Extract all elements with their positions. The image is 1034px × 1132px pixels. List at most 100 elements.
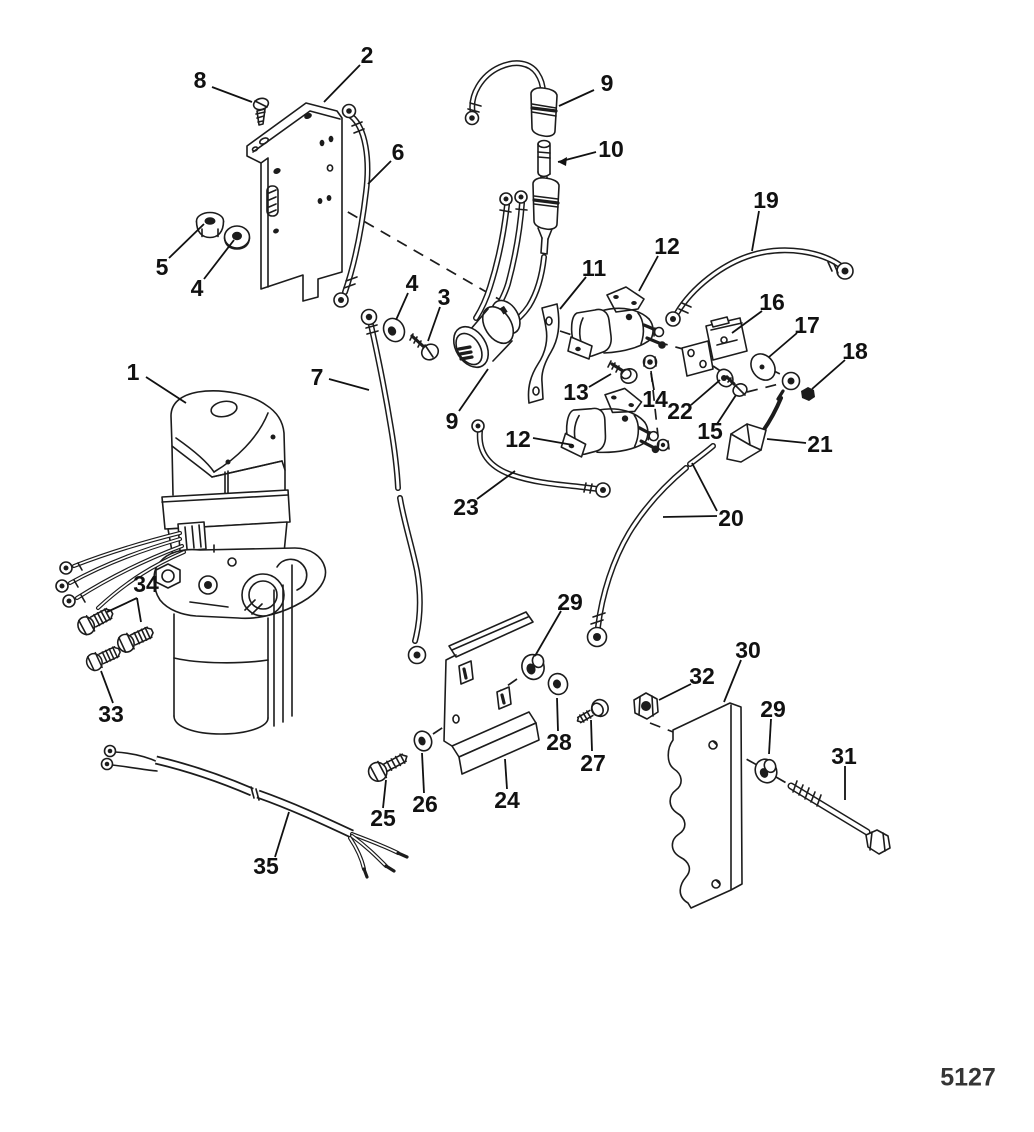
- callout-label-1-0: 1: [127, 359, 140, 385]
- callout-label-35-38: 35: [253, 853, 279, 879]
- screw-27-drawing: [576, 698, 609, 724]
- leader-line-11-10: [559, 276, 587, 310]
- leader-line-26-36: [421, 752, 425, 794]
- leader-line-12-9: [638, 255, 659, 292]
- callout-label-28-32: 28: [546, 729, 572, 755]
- callout-label-7-16: 7: [311, 364, 324, 390]
- leader-line-25-37: [382, 779, 387, 809]
- leader-arrowhead-10: [558, 157, 567, 166]
- leader-line-13-17: [588, 373, 612, 388]
- callout-label-30-28: 30: [735, 637, 761, 663]
- leader-line-29-30: [768, 718, 772, 755]
- callout-label-6-5: 6: [392, 139, 405, 165]
- washer-22-drawing: [716, 368, 734, 388]
- callout-label-16-13: 16: [759, 289, 785, 315]
- leader-line-27-34: [590, 719, 593, 752]
- leader-line-9-20: [458, 368, 489, 412]
- callout-label-4-11: 4: [406, 270, 419, 296]
- washer-26-drawing: [413, 730, 433, 752]
- callout-label-23-24: 23: [453, 494, 479, 520]
- callout-label-26-36: 26: [412, 791, 438, 817]
- harness-35-drawing: [100, 744, 409, 879]
- callout-label-31-33: 31: [831, 743, 857, 769]
- leader-line-21-23: [766, 438, 807, 444]
- nut-32-drawing: [633, 692, 659, 720]
- screw-13-drawing: [607, 360, 638, 384]
- ground-wire-6-drawing: [333, 103, 367, 308]
- leader-line-22-19: [690, 379, 721, 406]
- leader-line-3-12: [427, 306, 441, 342]
- leader-line-20-25: [662, 515, 718, 518]
- screw-3-drawing: [409, 333, 440, 361]
- leader-line-29-27: [534, 610, 562, 657]
- callout-label-33-31: 33: [98, 701, 124, 727]
- leader-line-34-26: [136, 597, 142, 623]
- leader-line-12-22: [532, 437, 574, 446]
- wire-23-drawing: [471, 419, 611, 498]
- leader-line-5-3: [168, 223, 205, 259]
- leader-line-17-14: [768, 332, 798, 358]
- leader-line-30-28: [723, 659, 742, 703]
- bolt-31-drawing: [787, 780, 891, 855]
- washer-4-mid-drawing: [382, 317, 406, 343]
- callout-label-2-1: 2: [361, 42, 374, 68]
- callout-label-32-29: 32: [689, 663, 715, 689]
- fitting-34a-drawing: [74, 603, 117, 639]
- leader-line-34-26: [106, 597, 138, 613]
- leader-line-2-1: [323, 64, 361, 103]
- screw-15-drawing: [725, 375, 748, 397]
- fuse-holder-bottom-drawing: [532, 177, 560, 255]
- leader-line-18-15: [811, 359, 846, 390]
- callout-label-12-22: 12: [505, 426, 531, 452]
- wire-19-drawing: [665, 250, 854, 327]
- leader-line-14-18: [650, 372, 655, 391]
- screw-8-drawing: [252, 97, 270, 126]
- leader-line-19-8: [751, 210, 760, 252]
- leader-line-6-5: [367, 160, 392, 185]
- mounting-bracket-drawing: [246, 102, 343, 302]
- callout-label-21-23: 21: [807, 431, 833, 457]
- callout-label-10-7: 10: [598, 136, 624, 162]
- screw-25-drawing: [367, 753, 408, 783]
- fuse-holder-top-drawing: [464, 63, 558, 138]
- nut-5-drawing: [195, 211, 225, 239]
- leader-line-35-38: [274, 811, 290, 858]
- connector-9-drawing: [452, 299, 521, 369]
- callout-label-29-27: 29: [557, 589, 583, 615]
- callout-label-11-10: 11: [582, 255, 607, 281]
- leader-line-15-21: [716, 394, 737, 425]
- plate-30-drawing: [667, 702, 743, 909]
- leader-line-8-2: [211, 86, 253, 103]
- washer-29-mid-drawing: [521, 653, 545, 681]
- washer-17-drawing: [750, 353, 776, 381]
- callout-label-22-19: 22: [667, 398, 693, 424]
- callout-label-3-12: 3: [438, 284, 451, 310]
- nut-14-drawing: [642, 354, 658, 370]
- bracket-11-drawing: [527, 303, 560, 404]
- leader-line-32-29: [658, 683, 692, 701]
- leader-line-4-11: [395, 292, 409, 321]
- rubber-boot-21-drawing: [726, 423, 767, 463]
- wire-20-drawing: [586, 446, 714, 648]
- callout-label-24-35: 24: [494, 787, 520, 813]
- callout-label-4-4: 4: [191, 275, 204, 301]
- callout-label-13-17: 13: [563, 379, 589, 405]
- callout-label-12-9: 12: [654, 233, 680, 259]
- wire-7-drawing: [360, 308, 427, 665]
- leader-line-28-32: [556, 697, 559, 732]
- washer-28-drawing: [547, 672, 569, 696]
- callout-label-14-18: 14: [642, 386, 668, 412]
- fuse-10-drawing: [537, 139, 551, 183]
- washer-29-right-drawing: [754, 758, 778, 784]
- figure-number: 5127: [940, 1063, 996, 1092]
- leader-line-33-31: [100, 670, 114, 704]
- callout-label-19-8: 19: [753, 187, 779, 213]
- callout-label-25-37: 25: [370, 805, 396, 831]
- bracket-24-drawing: [443, 611, 540, 775]
- leader-line-7-16: [328, 378, 370, 391]
- leader-line-23-24: [476, 470, 516, 500]
- fitting-33-drawing: [83, 641, 124, 674]
- leader-line-9-6: [558, 89, 595, 107]
